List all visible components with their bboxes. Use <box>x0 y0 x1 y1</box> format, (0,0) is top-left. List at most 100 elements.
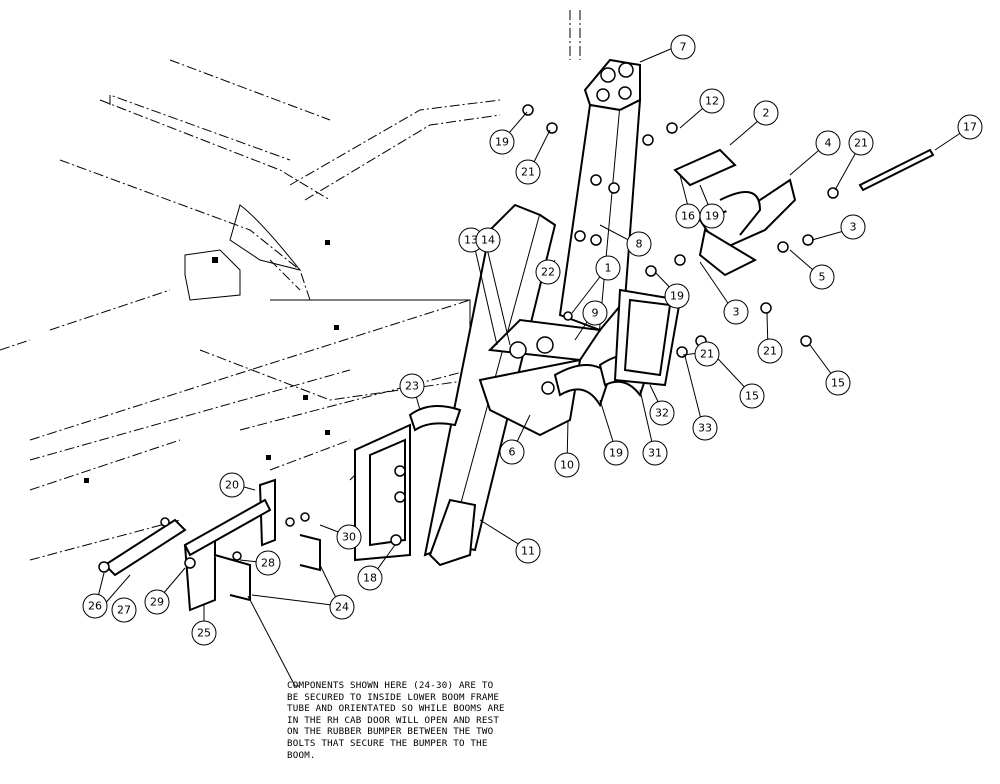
callout-label: 21 <box>763 345 777 358</box>
callout-label: 21 <box>854 137 868 150</box>
callout-10: 10 <box>554 452 580 478</box>
cab-frame-outline <box>0 10 581 561</box>
callout-label: 19 <box>495 136 509 149</box>
callout-circle <box>357 565 383 591</box>
pin-17 <box>858 148 935 192</box>
callout-3: 3 <box>723 299 749 325</box>
callout-circle <box>111 597 137 623</box>
callout-8: 8 <box>626 231 652 257</box>
callout-circle <box>535 259 561 285</box>
callout-label: 25 <box>197 627 211 640</box>
callout-20: 20 <box>219 472 245 498</box>
callout-label: 10 <box>560 459 574 472</box>
note-line: BE SECURED TO INSIDE LOWER BOOM FRAME <box>287 691 500 703</box>
callout-33: 33 <box>692 415 718 441</box>
callout-circle <box>515 159 541 185</box>
callout-label: 17 <box>963 121 977 134</box>
callout-circle <box>219 472 245 498</box>
hardware <box>98 104 839 573</box>
callout-circle <box>336 524 362 550</box>
callout-19: 19 <box>699 203 725 229</box>
callout-label: 13 <box>464 234 478 247</box>
callout-29: 29 <box>144 589 170 615</box>
callout-label: 12 <box>705 95 719 108</box>
note-line: ON THE RUBBER BUMPER BETWEEN THE TWO <box>287 726 494 738</box>
callout-circle <box>649 400 675 426</box>
callout-22: 22 <box>535 259 561 285</box>
callout-label: 19 <box>609 447 623 460</box>
callout-9: 9 <box>582 300 608 326</box>
callout-21: 21 <box>848 130 874 156</box>
callout-27: 27 <box>111 597 137 623</box>
callout-label: 31 <box>648 447 662 460</box>
bracket-holes <box>509 62 634 395</box>
callout-13: 13 <box>458 227 484 253</box>
note-line: BOLTS THAT SECURE THE BUMPER TO THE <box>287 737 488 749</box>
callout-3: 3 <box>840 214 866 240</box>
callout-23: 23 <box>399 373 425 399</box>
callout-circle <box>664 283 690 309</box>
callout-circle <box>692 415 718 441</box>
callout-19: 19 <box>603 440 629 466</box>
callout-30: 30 <box>336 524 362 550</box>
callout-17: 17 <box>957 114 983 140</box>
callout-21: 21 <box>757 338 783 364</box>
callout-24: 24 <box>329 594 355 620</box>
callout-circle <box>255 550 281 576</box>
callout-circle <box>757 338 783 364</box>
callout-label: 22 <box>541 266 555 279</box>
callout-19: 19 <box>489 129 515 155</box>
callout-circle <box>603 440 629 466</box>
callout-label: 1 <box>605 262 612 275</box>
assembly-note: COMPONENTS SHOWN HERE (24-30) ARE TO BE … <box>287 680 587 761</box>
callout-label: 18 <box>363 572 377 585</box>
callout-2: 2 <box>753 100 779 126</box>
note-line: TUBE AND ORIENTATED SO WHILE BOOMS ARE <box>287 703 505 715</box>
callout-label: 3 <box>850 221 857 234</box>
callout-circle <box>582 300 608 326</box>
callout-circle <box>670 34 696 60</box>
callout-circle <box>825 370 851 396</box>
callout-circle <box>144 589 170 615</box>
callout-1: 1 <box>595 255 621 281</box>
callout-11: 11 <box>515 538 541 564</box>
callout-circle <box>699 203 725 229</box>
callout-circle <box>626 231 652 257</box>
cradle-assembly <box>553 148 797 408</box>
callout-circle <box>329 594 355 620</box>
callout-31: 31 <box>642 440 668 466</box>
callout-circle <box>475 227 501 253</box>
bumper-assembly <box>103 405 462 612</box>
callout-15: 15 <box>739 383 765 409</box>
callout-circle <box>191 620 217 646</box>
callout-28: 28 <box>255 550 281 576</box>
callout-label: 9 <box>592 307 599 320</box>
callout-circle <box>82 593 108 619</box>
callout-label: 15 <box>745 390 759 403</box>
callout-label: 24 <box>335 601 349 614</box>
callout-label: 28 <box>261 557 275 570</box>
callout-label: 11 <box>521 545 535 558</box>
callout-12: 12 <box>699 88 725 114</box>
callout-label: 19 <box>670 290 684 303</box>
callout-label: 33 <box>698 422 712 435</box>
callout-25: 25 <box>191 620 217 646</box>
callout-circle <box>957 114 983 140</box>
callout-label: 32 <box>655 407 669 420</box>
frame-bolts <box>84 240 339 483</box>
callout-circle <box>642 440 668 466</box>
callout-circle <box>809 264 835 290</box>
callout-4: 4 <box>815 130 841 156</box>
callout-circle <box>554 452 580 478</box>
callout-circle <box>489 129 515 155</box>
callout-label: 20 <box>225 479 239 492</box>
callout-15: 15 <box>825 370 851 396</box>
callout-21: 21 <box>694 341 720 367</box>
callout-label: 4 <box>825 137 832 150</box>
callout-26: 26 <box>82 593 108 619</box>
callout-label: 21 <box>521 166 535 179</box>
callout-7: 7 <box>670 34 696 60</box>
callout-label: 14 <box>481 234 495 247</box>
callout-label: 6 <box>509 446 516 459</box>
